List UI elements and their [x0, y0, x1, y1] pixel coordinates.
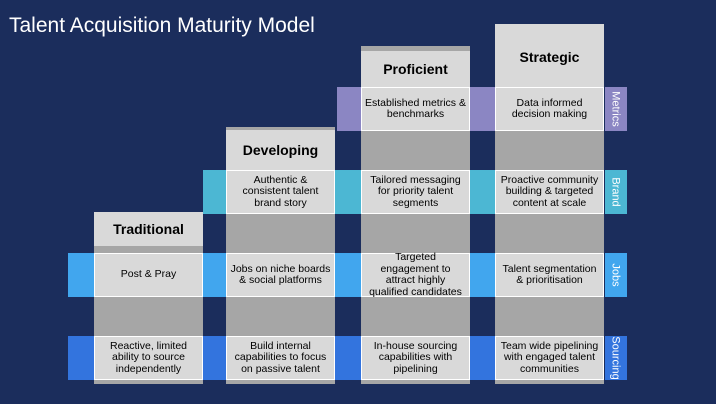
- brand-arrow-1: [335, 170, 359, 214]
- sourcing-cell-strategic: Team wide pipelining with engaged talent…: [495, 336, 604, 380]
- metrics-cell-proficient: Established metrics & benchmarks: [361, 87, 470, 131]
- jobs-side-label: Jobs: [605, 253, 627, 297]
- slide-title: Talent Acquisition Maturity Model: [9, 14, 315, 37]
- jobs-cell-strategic-text: Talent segmentation & prioritisation: [502, 262, 597, 286]
- brand-arrow-2: [470, 170, 494, 214]
- jobs-cell-strategic: Talent segmentation & prioritisation: [495, 253, 604, 297]
- sourcing-arrow-3: [470, 336, 494, 380]
- jobs-cell-proficient: Targeted engagement to attract highly qu…: [361, 251, 470, 297]
- brand-label: Brand: [610, 177, 623, 207]
- level-header-strategic: Strategic: [495, 24, 604, 90]
- sourcing-cell-traditional: Reactive, limited ability to source inde…: [94, 336, 203, 380]
- sourcing-side-label: Sourcing: [605, 336, 627, 380]
- sourcing-cell-developing: Build internal capabilities to focus on …: [226, 336, 335, 380]
- brand-cell-developing: Authentic & consistent talent brand stor…: [226, 170, 335, 214]
- brand-cell-strategic: Proactive community building & targeted …: [495, 170, 604, 214]
- level-header-traditional: Traditional: [94, 212, 203, 246]
- level-header-developing: Developing: [226, 130, 335, 170]
- jobs-label: Jobs: [610, 263, 622, 287]
- jobs-cell-developing: Jobs on niche boards & social platforms: [226, 253, 335, 297]
- sourcing-arrow-1: [203, 336, 226, 380]
- jobs-arrow-2: [335, 253, 359, 297]
- brand-side-label: Brand: [605, 170, 627, 214]
- metrics-side-label: Metrics: [605, 87, 627, 131]
- metrics-label: Metrics: [610, 91, 623, 127]
- jobs-arrow-1: [203, 253, 226, 297]
- level-header-proficient: Proficient: [361, 51, 470, 87]
- sourcing-label: Sourcing: [610, 336, 623, 380]
- metrics-arrow-1: [470, 87, 492, 131]
- sourcing-cell-proficient: In-house sourcing capabilities with pipe…: [361, 336, 470, 380]
- jobs-cell-traditional: Post & Pray: [94, 253, 203, 297]
- metrics-cell-strategic: Data informed decision making: [495, 87, 604, 131]
- jobs-arrow-3: [470, 253, 494, 297]
- brand-cell-proficient: Tailored messaging for priority talent s…: [361, 170, 470, 214]
- sourcing-arrow-2: [335, 336, 359, 380]
